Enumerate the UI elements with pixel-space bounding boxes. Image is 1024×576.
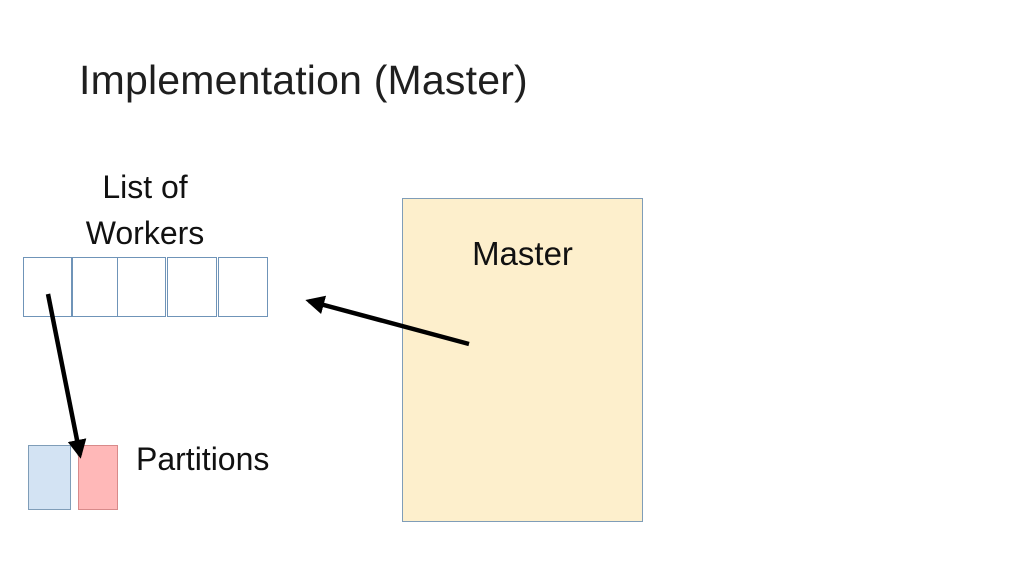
worker-cell bbox=[167, 257, 217, 317]
partitions-label: Partitions bbox=[136, 441, 270, 477]
workers-label-line2: Workers bbox=[85, 215, 205, 251]
worker-cell bbox=[117, 257, 166, 317]
partition-box-blue bbox=[28, 445, 71, 510]
worker-cell bbox=[23, 257, 72, 317]
master-box bbox=[402, 198, 643, 522]
worker-cell bbox=[72, 257, 118, 317]
slide-title: Implementation (Master) bbox=[79, 57, 528, 103]
partition-box-red bbox=[78, 445, 118, 510]
worker-to-partitions-arrow bbox=[45, 293, 87, 459]
workers-label: List of Workers bbox=[60, 164, 230, 256]
worker-cell bbox=[218, 257, 268, 317]
workers-label-line1: List of bbox=[102, 169, 188, 205]
master-label: Master bbox=[472, 235, 573, 272]
